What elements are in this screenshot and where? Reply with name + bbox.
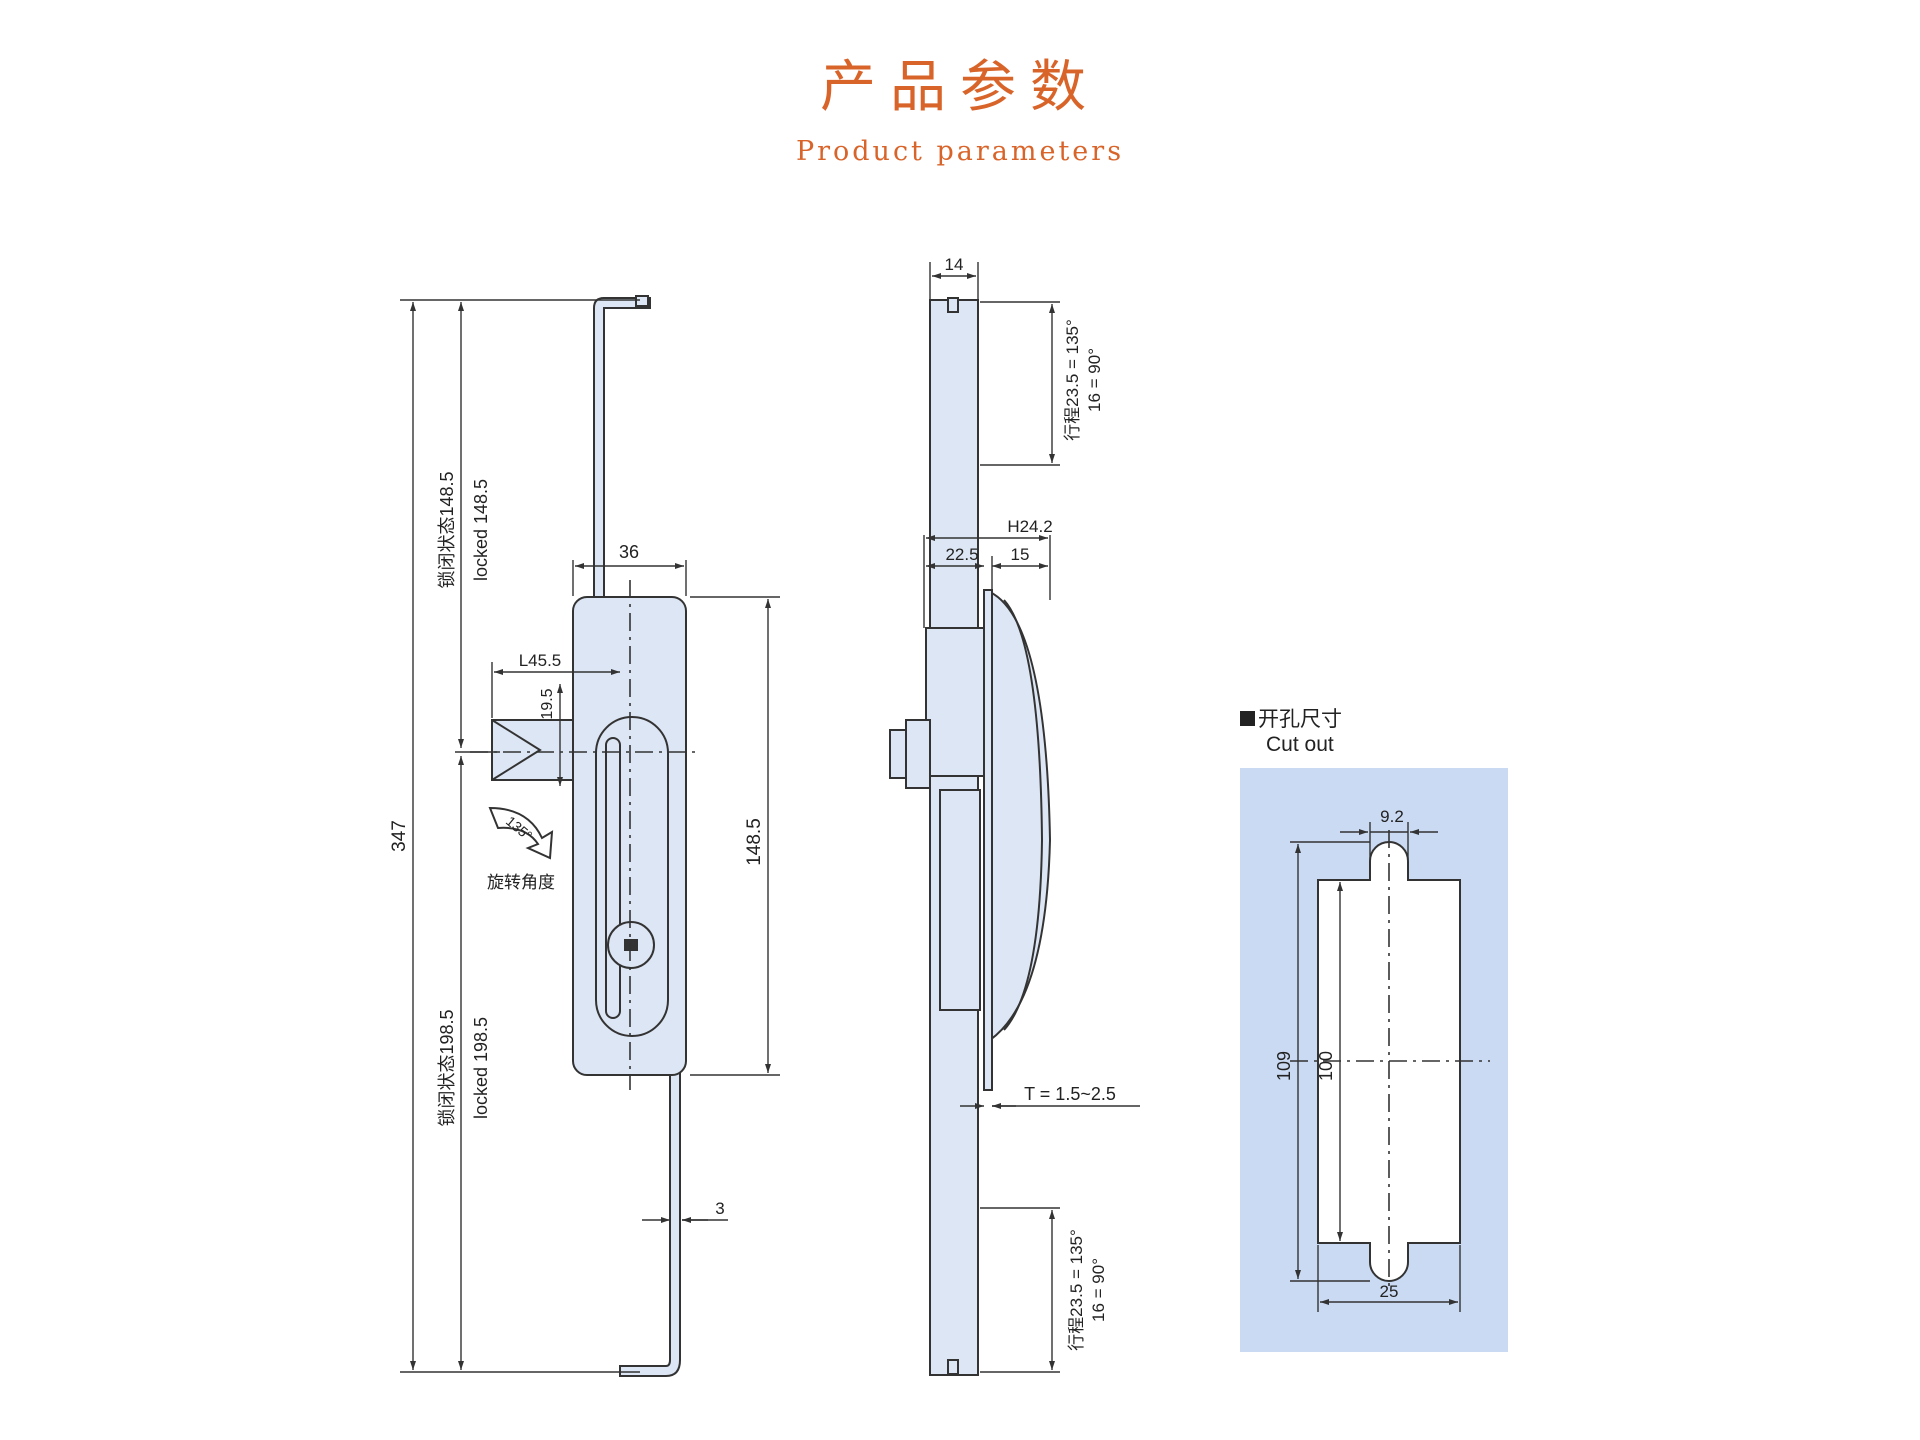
- dim-handle-length: L45.5: [519, 651, 562, 670]
- latch-bevel: [491, 719, 542, 781]
- side-rod-top-notch: [947, 297, 959, 313]
- dim-depth-a: 22.5: [945, 545, 978, 564]
- dim-body-height: 148.5: [744, 818, 765, 866]
- dim-lower-locked-cn: 锁闭状态198.5: [437, 1009, 457, 1126]
- page-header: 产品参数 Product parameters: [0, 55, 1920, 168]
- dim-slot-width: 9.2: [1380, 807, 1404, 826]
- dim-lower-stroke-1: 行程23.5 = 135°: [1067, 1229, 1086, 1351]
- dim-overall-length: 347: [389, 820, 410, 852]
- dim-rod-width: 14: [945, 255, 964, 274]
- rotation-arrow-icon: [488, 806, 554, 860]
- cutout-marker-icon: [1240, 711, 1255, 726]
- side-rod-bottom-notch: [947, 1359, 959, 1375]
- dim-body-width: 36: [619, 542, 639, 562]
- side-housing-lower: [939, 789, 981, 1011]
- cutout-section: 开孔尺寸 Cut out 9.2 109 100 25: [1240, 708, 1508, 1352]
- side-key-barrel: [905, 719, 931, 789]
- upper-rod-tip: [635, 295, 649, 307]
- dim-rod-thickness: 3: [715, 1199, 724, 1218]
- lower-rod: [619, 1071, 681, 1377]
- dim-inner-height: 100: [1316, 1051, 1336, 1081]
- cutout-title-cn: 开孔尺寸: [1258, 708, 1342, 731]
- rotation-label: 旋转角度: [487, 873, 555, 892]
- dim-handle-width: 19.5: [539, 688, 556, 719]
- dim-upper-locked-en: locked 148.5: [471, 479, 491, 581]
- page-title: 产品参数: [820, 55, 1100, 120]
- dim-outer-height: 109: [1274, 1051, 1294, 1081]
- dim-height: H24.2: [1007, 517, 1052, 536]
- side-door-panel: [983, 589, 993, 1091]
- dim-depth-b: 15: [1011, 545, 1030, 564]
- dim-cutout-width: 25: [1380, 1282, 1399, 1301]
- key-slot: [624, 939, 638, 951]
- dim-upper-stroke-2: 16 = 90°: [1085, 348, 1104, 412]
- dim-upper-locked-cn: 锁闭状态148.5: [437, 471, 457, 588]
- handle-groove: [605, 737, 621, 1019]
- side-housing-upper: [925, 627, 985, 777]
- dim-lower-stroke-2: 16 = 90°: [1089, 1258, 1108, 1322]
- dim-upper-stroke-1: 行程23.5 = 135°: [1063, 319, 1082, 441]
- dim-lower-locked-en: locked 198.5: [471, 1017, 491, 1119]
- page-subtitle: Product parameters: [795, 136, 1125, 167]
- dim-panel-thickness: T = 1.5~2.5: [1024, 1084, 1116, 1104]
- cutout-title-en: Cut out: [1266, 733, 1334, 756]
- side-view: 14 行程23.5 = 135° 16 = 90° H24.2 22.5 15 …: [889, 255, 1140, 1376]
- latch-tongue: [491, 719, 574, 781]
- front-view: 347 锁闭状态148.5 locked 148.5 锁闭状态198.5 loc…: [389, 295, 780, 1377]
